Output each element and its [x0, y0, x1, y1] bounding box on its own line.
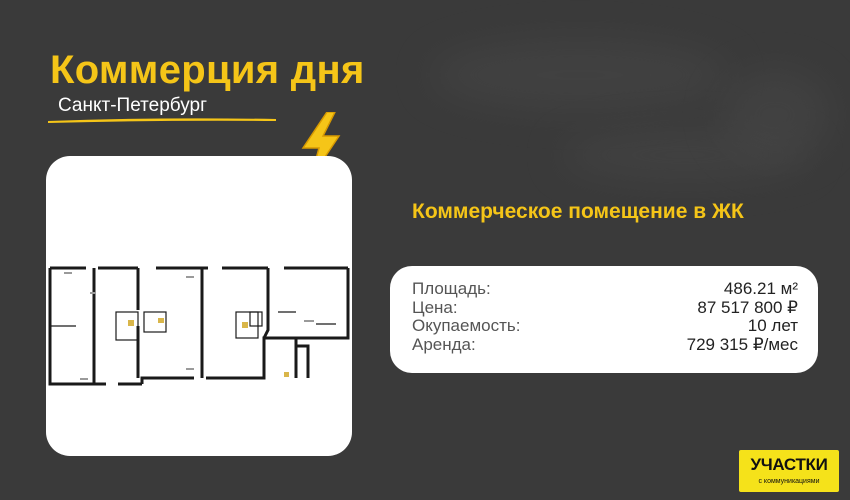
offer-headline: Коммерческое помещение в ЖК [412, 200, 744, 223]
detail-row-payback: Окупаемость: 10 лет [412, 316, 798, 336]
offer-details-card: Площадь: 486.21 м² Цена: 87 517 800 ₽ Ок… [390, 266, 818, 373]
city-underline-decoration [48, 118, 276, 123]
floor-plan-image [48, 266, 350, 386]
detail-label: Площадь: [412, 279, 491, 298]
detail-value: 486.21 м² [723, 279, 798, 298]
detail-row-price: Цена: 87 517 800 ₽ [412, 297, 798, 318]
detail-value: 10 лет [747, 316, 798, 335]
offer-details-list: Площадь: 486.21 м² Цена: 87 517 800 ₽ Ок… [412, 279, 798, 355]
background-smudge [720, 70, 830, 160]
detail-label: Цена: [412, 297, 458, 317]
floor-plan-card [46, 156, 352, 456]
brand-logo-name: УЧАСТКИ [750, 455, 828, 474]
detail-row-area: Площадь: 486.21 м² [412, 279, 798, 299]
detail-value: 729 315 ₽/мес [686, 334, 798, 354]
brand-logo: УЧАСТКИ с коммуникациями [739, 450, 839, 492]
detail-label: Аренда: [412, 334, 476, 354]
detail-value: 87 517 800 ₽ [697, 297, 798, 317]
detail-row-rent: Аренда: 729 315 ₽/мес [412, 334, 798, 355]
page-title: Коммерция дня [50, 48, 365, 92]
detail-label: Окупаемость: [412, 316, 521, 335]
brand-logo-tagline: с коммуникациями [758, 478, 820, 485]
city-label: Санкт-Петербург [48, 94, 278, 124]
background-smudge [430, 40, 730, 110]
city-text: Санкт-Петербург [58, 95, 208, 116]
